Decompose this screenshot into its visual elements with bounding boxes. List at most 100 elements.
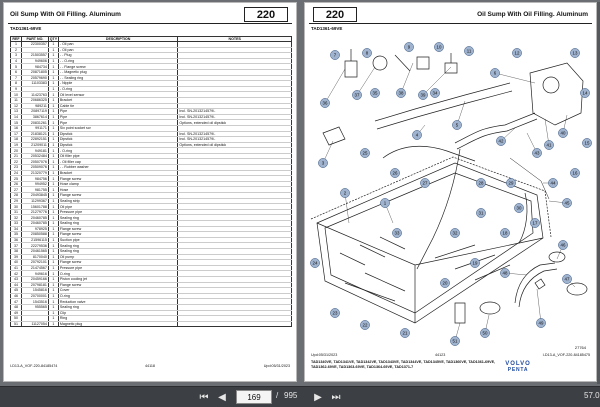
column-header: DESCRIPTION <box>57 36 179 42</box>
table-cell: Piston cooling jet <box>57 276 179 283</box>
jet-part <box>322 126 346 146</box>
callout-number: 26 <box>393 171 398 176</box>
skip-forward-icon: ⏭ <box>331 392 341 403</box>
callout-bubble <box>370 88 380 98</box>
callout-bubble <box>392 228 402 238</box>
callout-number: 41 <box>547 143 552 148</box>
table-cell: Dipstick <box>57 136 179 143</box>
callout-number: 37 <box>355 93 360 98</box>
table-cell <box>177 293 292 300</box>
table-cell: Oil filler pipe <box>57 153 179 160</box>
table-cell: 11127054 <box>20 321 49 328</box>
callout-number: 21 <box>403 331 408 336</box>
callout-bubble <box>580 88 590 98</box>
page-number-input[interactable] <box>236 390 272 404</box>
callout-number: 1 <box>384 201 387 206</box>
table-cell: Clip <box>57 310 179 317</box>
table-cell <box>177 158 292 166</box>
table-cell <box>177 69 292 76</box>
callout-number: 15 <box>585 141 590 146</box>
callout-bubble <box>362 48 372 58</box>
table-cell <box>177 80 292 87</box>
callout-number: 51 <box>453 339 458 344</box>
callout-number: 4 <box>416 133 419 138</box>
next-page-button[interactable]: ▶ <box>310 390 326 405</box>
callout-number: 30 <box>517 206 522 211</box>
table-cell: Sealing ring <box>57 214 179 221</box>
table-cell <box>177 270 292 277</box>
previous-page-button[interactable]: ◀ <box>214 390 230 405</box>
table-cell: Sealing ring <box>57 304 179 311</box>
callout-number: 43 <box>535 151 540 156</box>
table-cell: Oil level sensor <box>57 91 179 98</box>
callout-number: 14 <box>583 91 588 96</box>
callout-bubble <box>330 50 340 60</box>
table-cell: - Oil pan <box>57 47 179 54</box>
callout-number: 23 <box>333 311 338 316</box>
callout-number: 22 <box>363 323 368 328</box>
table-cell <box>177 315 292 322</box>
table-cell: Pipe <box>57 114 179 121</box>
table-cell <box>177 170 292 177</box>
table-cell: Pipe <box>57 119 179 126</box>
table-cell <box>177 265 292 272</box>
callout-bubble <box>390 168 400 178</box>
table-cell <box>177 75 292 82</box>
footer-doc-id: I-D13-A_VOF-220-84185475 <box>542 353 590 357</box>
table-cell: O-ring <box>57 293 179 300</box>
table-cell <box>177 47 292 54</box>
table-cell: - - Plug <box>57 52 179 59</box>
callout-bubble <box>352 90 362 100</box>
table-cell: - Nipple <box>57 80 179 87</box>
callout-bubble <box>318 158 328 168</box>
vertical-scrollbar[interactable] <box>597 2 600 384</box>
table-cell <box>177 214 292 221</box>
nipple-part <box>344 49 358 78</box>
callout-number: 13 <box>573 51 578 56</box>
last-page-button[interactable]: ⏭ <box>328 390 344 405</box>
callout-number: 3 <box>322 161 325 166</box>
first-page-button[interactable]: ⏮ <box>196 390 212 405</box>
footer-doc-id: I-D13-A_VOF-220-84185474 <box>10 364 58 368</box>
table-cell: - - Flange screw <box>57 63 179 70</box>
table-cell: - - Sealing ring <box>57 75 179 82</box>
callout-number: 36 <box>323 101 328 106</box>
table-cell: Bracket <box>57 97 179 104</box>
callout-bubble <box>582 138 592 148</box>
callout-bubble <box>404 42 414 52</box>
table-cell <box>177 254 292 261</box>
hose <box>518 192 528 244</box>
page-left: Oil Sump With Oil Filling. Aluminum 220 … <box>3 2 297 382</box>
callout-bubble <box>470 258 480 268</box>
triangle-right-icon: ▶ <box>314 392 322 403</box>
table-cell: Incl. SN-2013214579/- <box>177 131 292 138</box>
table-cell <box>177 125 292 132</box>
callout-bubble <box>562 198 572 208</box>
zoom-level[interactable]: 57.0 <box>584 391 600 400</box>
table-cell: - O-ring <box>57 86 179 93</box>
callout-number: 32 <box>453 231 458 236</box>
callout-bubble <box>536 318 546 328</box>
callout-bubble <box>464 46 474 56</box>
